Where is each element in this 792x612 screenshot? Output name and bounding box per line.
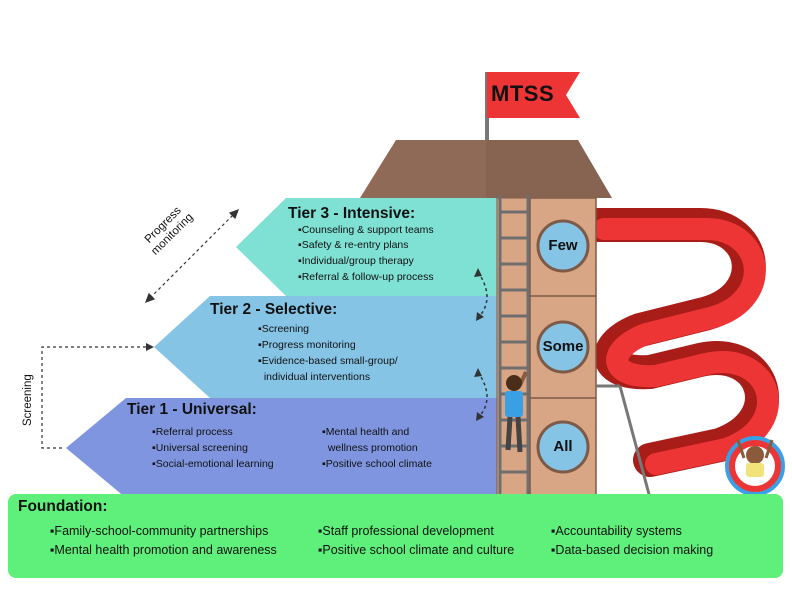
- foundation-title: Foundation:: [18, 498, 108, 515]
- foundation-item: ▪Staff professional development: [318, 524, 494, 538]
- tier1-bullet: ▪Referral process: [152, 426, 233, 438]
- circle-some-label: Some: [542, 338, 584, 355]
- tier3-arrow: [236, 198, 497, 296]
- tier2-bullet: ▪Evidence-based small-group/: [258, 355, 398, 367]
- tier1-bullet: ▪Positive school climate: [322, 458, 432, 470]
- tier2-bullet: ▪Screening: [258, 323, 310, 335]
- circle-all-label: All: [553, 438, 573, 455]
- tier3-title: Tier 3 - Intensive:: [288, 205, 416, 222]
- tier3-bullet: ▪Individual/group therapy: [298, 255, 414, 267]
- tier2-arrow: [154, 296, 497, 398]
- foundation-panel: Foundation: ▪Family-school-community par…: [8, 494, 783, 578]
- tier2-bullet: ▪Progress monitoring: [258, 339, 356, 351]
- screening-arrow: [41, 343, 154, 449]
- circle-all: [536, 420, 590, 474]
- roof: [360, 140, 612, 198]
- tier1-bullet: ▪Universal screening: [152, 442, 248, 454]
- slide-icon: [581, 208, 779, 477]
- tier3-bullet: ▪Counseling & support teams: [298, 224, 434, 236]
- tier2-title: Tier 2 - Selective:: [210, 301, 338, 318]
- child-climbing-icon: [505, 371, 528, 453]
- tier1-arrow: [66, 398, 497, 498]
- foundation-item: ▪Data-based decision making: [551, 543, 714, 557]
- circle-few: [536, 219, 590, 273]
- tier3-bullet: ▪Referral & follow-up process: [298, 271, 434, 283]
- flag-label: MTSS: [491, 81, 555, 106]
- foundation-item: ▪Accountability systems: [551, 524, 682, 538]
- tier1-bullet: ▪Social-emotional learning: [152, 458, 274, 470]
- foundation-item: ▪Positive school climate and culture: [318, 543, 515, 557]
- tier1-title: Tier 1 - Universal:: [127, 401, 257, 418]
- screening-label: Screening: [22, 374, 34, 426]
- foundation-item: ▪Family-school-community partnerships: [50, 524, 269, 538]
- tier-link-arrows: [474, 268, 488, 421]
- flag-icon: [485, 72, 580, 140]
- tier1-bullet: wellness promotion: [322, 442, 418, 454]
- foundation-item: ▪Mental health promotion and awareness: [50, 543, 277, 557]
- tier1-bullet: ▪Mental health and: [322, 426, 410, 438]
- progress-monitoring-arrow: [144, 208, 240, 304]
- tier3-bullet: ▪Safety & re-entry plans: [298, 239, 409, 251]
- tier2-bullet: individual interventions: [258, 371, 371, 383]
- circle-few-label: Few: [548, 237, 578, 254]
- child-sliding-icon: [725, 436, 785, 496]
- circle-some: [536, 320, 590, 374]
- ladder-icon: [498, 195, 530, 498]
